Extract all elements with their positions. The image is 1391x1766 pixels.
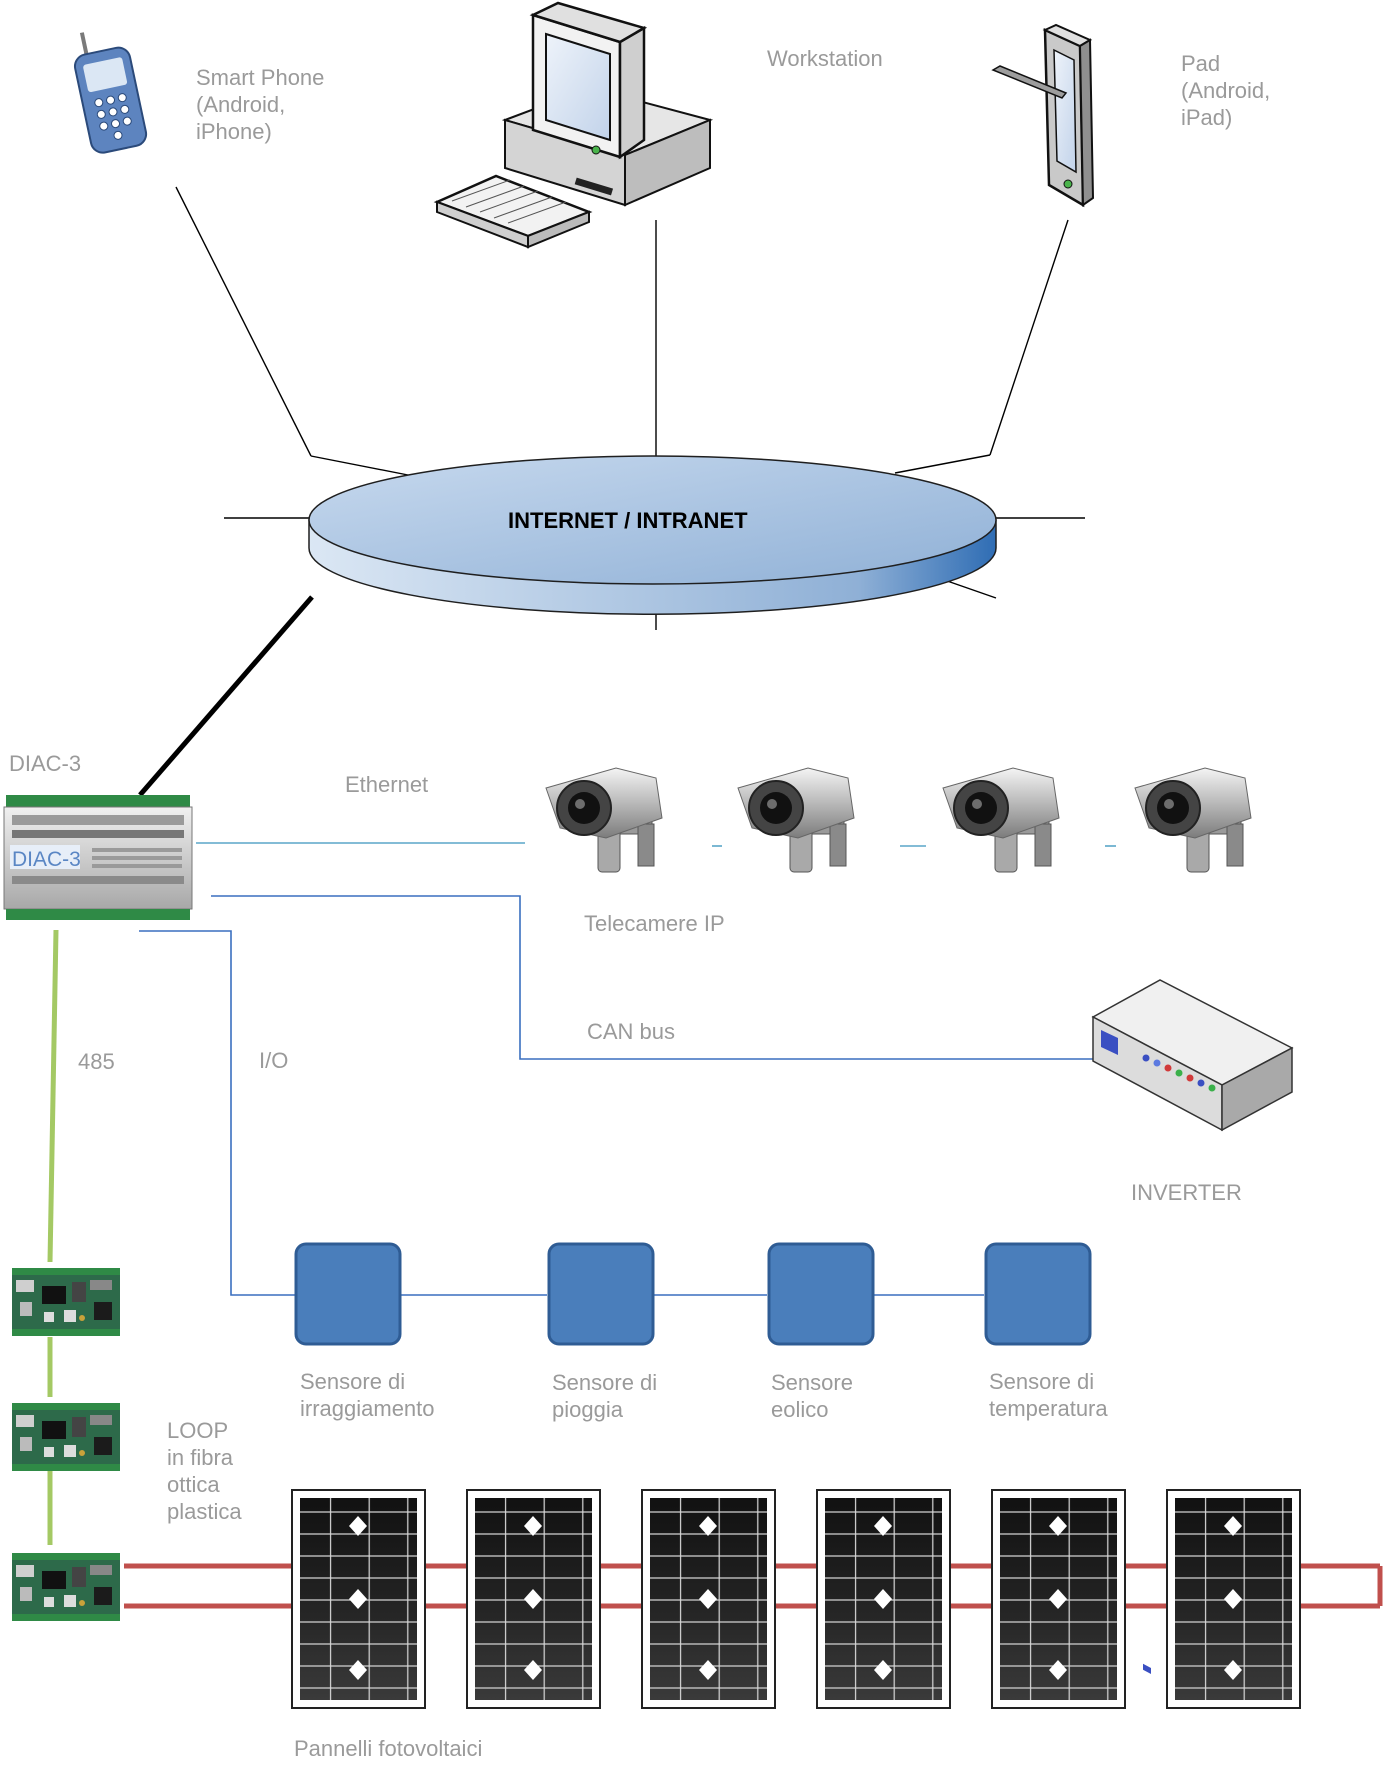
workstation-label: Workstation [767, 46, 883, 71]
sensor-box-eolico [767, 1242, 875, 1346]
smartphone-icon [73, 32, 148, 154]
ip-camera-icon-4 [1134, 767, 1252, 873]
link-diac3-to-network [138, 595, 314, 797]
sensor-2-line-2: pioggia [552, 1397, 623, 1422]
loop-module-2 [12, 1403, 120, 1471]
internet-intranet-network [308, 455, 997, 615]
rs485-link [47, 929, 59, 1545]
network-links [175, 186, 1085, 630]
solar-panel-4 [816, 1489, 951, 1709]
solar-panel-2 [466, 1489, 601, 1709]
sensor-2-line-1: Sensore di [552, 1370, 658, 1395]
diac3-label: DIAC-3 [9, 751, 82, 776]
ip-camera-icon-2 [737, 767, 855, 873]
sensor-label-irraggiamento: Sensore di irraggiamento [300, 1368, 435, 1422]
ethernet-label: Ethernet [345, 772, 429, 797]
loop-label-line-2: in fibra [167, 1445, 234, 1470]
pad-label-line-2: (Android, [1181, 78, 1271, 103]
solar-panel-5 [991, 1489, 1126, 1709]
diac3-device-print: DIAC-3 [12, 848, 81, 871]
network-title: INTERNET / INTRANET [508, 508, 748, 533]
ip-camera-icon-3 [942, 767, 1060, 873]
pad-icon [991, 23, 1095, 208]
io-label: I/O [259, 1048, 289, 1073]
sensor-label-pioggia: Sensore di pioggia [552, 1369, 657, 1423]
loop-module-1 [12, 1268, 120, 1336]
sensor-4-line-1: Sensore di [989, 1369, 1095, 1394]
loop-label-line-4: plastica [167, 1499, 242, 1524]
workstation-icon [433, 1, 714, 249]
sensor-box-irraggiamento [294, 1242, 402, 1346]
loop-label: LOOP in fibra ottica plastica [167, 1417, 242, 1525]
sensor-3-line-2: eolico [771, 1397, 829, 1422]
pad-label-line-3: iPad) [1181, 105, 1233, 130]
smartphone-label-line-1: Smart Phone [196, 65, 325, 90]
solar-panel-3 [641, 1489, 776, 1709]
diac3-controller-device: DIAC-3 [3, 795, 193, 920]
sensor-1-line-2: irraggiamento [300, 1396, 435, 1421]
canbus-label: CAN bus [587, 1019, 676, 1044]
io-link [139, 930, 296, 1296]
pad-label: Pad (Android, iPad) [1181, 50, 1270, 131]
loop-label-line-1: LOOP [167, 1418, 229, 1443]
link-pad [989, 219, 1069, 456]
sensor-1-line-1: Sensore di [300, 1369, 406, 1394]
sensor-box-pioggia [547, 1242, 655, 1346]
smartphone-label-line-2: (Android, [196, 92, 286, 117]
link-smartphone [175, 186, 312, 457]
solar-panel-1 [291, 1489, 426, 1709]
solar-panel-6 [1166, 1489, 1301, 1709]
rs485-label: 485 [78, 1049, 115, 1074]
spoke-smartphone [310, 455, 409, 476]
pad-label-line-1: Pad [1181, 51, 1221, 76]
sensor-box-temperatura [984, 1242, 1092, 1346]
ip-camera-icon-1 [545, 767, 663, 873]
canbus-link [211, 895, 1093, 1060]
sensor-label-temperatura: Sensore di temperatura [989, 1368, 1108, 1422]
solar-panels-label: Pannelli fotovoltaici [294, 1736, 483, 1761]
ip-cameras-label: Telecamere IP [584, 911, 725, 936]
sensor-label-eolico: Sensore eolico [771, 1369, 853, 1423]
loop-module-3 [12, 1553, 120, 1621]
spoke-pad [894, 454, 991, 474]
smartphone-label-line-3: iPhone) [196, 119, 272, 144]
ethernet-links [196, 842, 1116, 847]
smartphone-label: Smart Phone (Android, iPhone) [196, 64, 324, 145]
sensor-3-line-1: Sensore [771, 1370, 853, 1395]
loop-label-line-3: ottica [167, 1472, 220, 1497]
inverter-icon [1091, 979, 1294, 1674]
inverter-label: INVERTER [1131, 1180, 1242, 1205]
sensor-4-line-2: temperatura [989, 1396, 1108, 1421]
